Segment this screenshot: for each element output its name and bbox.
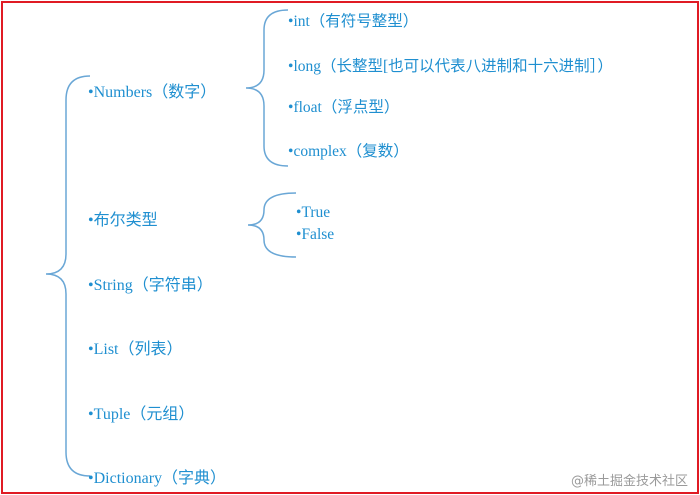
root-item-label: 布尔类型 <box>93 212 158 229</box>
boolean-item-true: •True <box>296 203 330 223</box>
root-item-label: Tuple（元组） <box>93 406 195 423</box>
numbers-item-label: float（浮点型） <box>293 99 400 116</box>
root-item-numbers: •Numbers（数字） <box>88 83 216 103</box>
root-brace <box>45 75 91 477</box>
bullet: • <box>88 212 94 229</box>
root-item-dictionary: •Dictionary（字典） <box>88 469 226 489</box>
bullet: • <box>288 99 294 116</box>
root-item-tuple: •Tuple（元组） <box>88 405 194 425</box>
root-item-string: •String（字符串） <box>88 276 213 296</box>
bullet: • <box>288 13 294 30</box>
numbers-item-label: int（有符号整型） <box>293 13 419 30</box>
numbers-item-complex: •complex（复数） <box>288 142 409 162</box>
numbers-brace <box>245 9 289 167</box>
boolean-item-label: True <box>301 204 331 221</box>
bullet: • <box>288 143 294 160</box>
boolean-item-false: •False <box>296 225 334 245</box>
numbers-item-long: •long（长整型[也可以代表八进制和十六进制］） <box>288 57 613 77</box>
bullet: • <box>88 406 94 423</box>
root-item-list: •List（列表） <box>88 340 183 360</box>
boolean-brace <box>247 192 297 258</box>
bullet: • <box>88 277 94 294</box>
numbers-item-label: complex（复数） <box>293 143 409 160</box>
root-item-label: Numbers（数字） <box>93 84 217 101</box>
boolean-item-label: False <box>301 226 335 243</box>
root-item-boolean: •布尔类型 <box>88 211 158 231</box>
root-item-label: String（字符串） <box>93 277 213 294</box>
watermark: @稀土掘金技术社区 <box>570 474 688 489</box>
bullet: • <box>88 84 94 101</box>
bullet: • <box>288 58 294 75</box>
root-item-label: List（列表） <box>93 341 183 358</box>
bullet: • <box>88 470 94 487</box>
root-item-label: Dictionary（字典） <box>93 470 227 487</box>
numbers-item-int: •int（有符号整型） <box>288 12 418 32</box>
numbers-item-label: long（长整型[也可以代表八进制和十六进制］） <box>293 58 613 75</box>
bullet: • <box>88 341 94 358</box>
bullet: • <box>296 204 302 221</box>
bullet: • <box>296 226 302 243</box>
numbers-item-float: •float（浮点型） <box>288 98 399 118</box>
